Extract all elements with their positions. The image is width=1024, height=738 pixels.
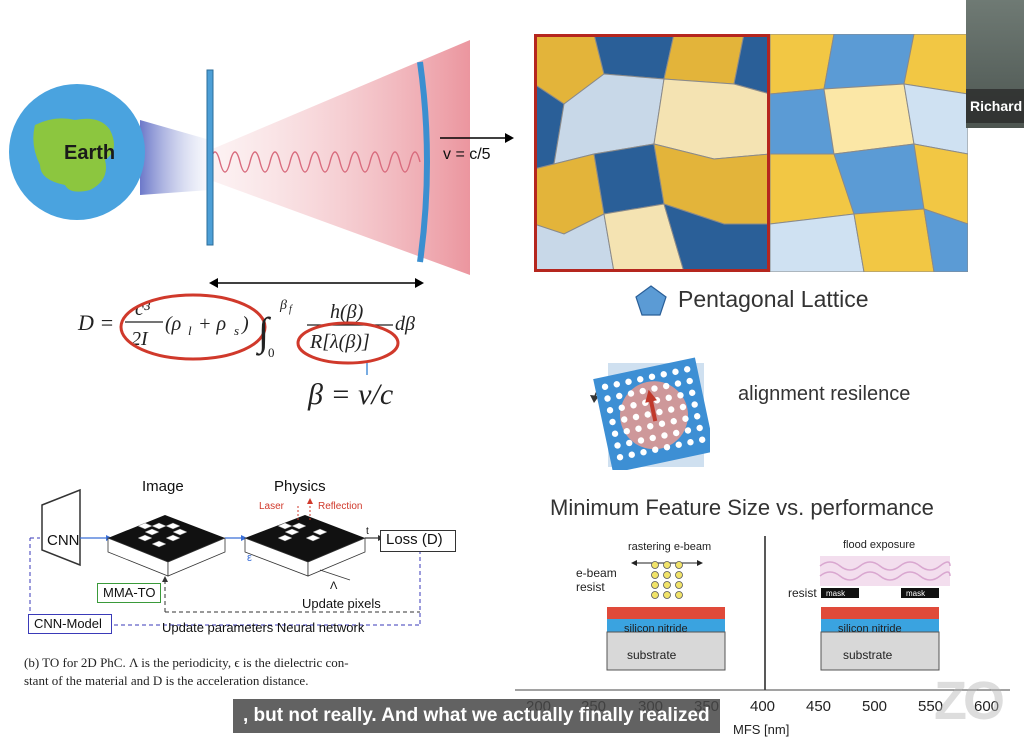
diagram-loss: Loss (D) [386, 531, 443, 548]
pentagonal-lattice-image [534, 34, 968, 272]
diagram-t: t [366, 526, 369, 537]
diagram-update-params: Update parameters Neural network [162, 620, 365, 635]
silicon-nitride-left: silicon nitride [624, 623, 688, 635]
distance-arrow-right [415, 278, 424, 288]
svg-text:s: s [234, 323, 239, 338]
diagram-update-pixels: Update pixels [302, 596, 381, 611]
sail-right [417, 61, 430, 263]
mfs-svg [515, 536, 1010, 691]
svg-text:2I: 2I [131, 328, 149, 350]
diagram-laser: Laser [259, 501, 285, 512]
to-diagram [20, 480, 490, 640]
live-subtitle: , but not really. And what we actually f… [233, 699, 720, 733]
lattice-svg [534, 34, 968, 272]
zoom-watermark-logo: ZO [934, 671, 1005, 731]
wave-signal [209, 151, 421, 173]
alignment-svg [590, 357, 715, 473]
diagram-cnn: CNN [47, 532, 80, 549]
svg-text:f: f [289, 304, 293, 315]
flood-label: flood exposure [843, 539, 916, 551]
svg-text:0: 0 [268, 345, 275, 360]
diagram-caption-line1: (b) TO for 2D PhC. Λ is the periodicity,… [24, 655, 349, 670]
svg-text:+ ρ: + ρ [198, 313, 226, 335]
participant-name: Richard [966, 89, 1024, 123]
earth-land [33, 118, 115, 192]
svg-text:h(β): h(β) [330, 301, 364, 323]
silicon-nitride-right: silicon nitride [838, 623, 902, 635]
loss-box [380, 530, 456, 552]
svg-text:l: l [188, 323, 192, 338]
diagram-cnn-model: CNN-Model [34, 616, 102, 631]
mfs-axis-label: MFS [nm] [733, 722, 790, 737]
diagram-mma-to: MMA-TO [103, 585, 156, 600]
svg-text:β: β [279, 298, 287, 313]
ebeam-resist-label: e-beam resist [576, 566, 617, 594]
alignment-graphic [580, 355, 715, 473]
diagram-physics-title: Physics [274, 478, 326, 495]
substrate-right: substrate [843, 648, 893, 662]
mfs-tick-450: 450 [806, 698, 832, 715]
diagram-caption-line2: stant of the material and D is the accel… [24, 673, 309, 688]
diagram-reflection: Reflection [318, 501, 363, 512]
mfs-tick-400: 400 [750, 698, 776, 715]
diagram-eps: ε [247, 552, 252, 564]
sail-illustration [0, 30, 520, 290]
acceleration-formula: D = c³ 2I (ρ l + ρ s ) ∫ β f 0 h(β) R[λ(… [75, 285, 455, 375]
mfs-diagram [515, 530, 1010, 695]
velocity-label: v = c/5 [443, 146, 491, 163]
svg-text:): ) [241, 313, 249, 335]
svg-text:D =: D = [77, 310, 114, 335]
mfs-tick-600: 600 [974, 698, 1000, 715]
mfs-tick-550: 550 [918, 698, 944, 715]
distance-arrow-left [209, 278, 218, 288]
mfs-title: Minimum Feature Size vs. performance [550, 495, 934, 520]
mfs-tick-500: 500 [862, 698, 888, 715]
mma-to-box [97, 583, 161, 603]
svg-text:(ρ: (ρ [165, 313, 181, 335]
sail-diagram-svg [9, 40, 514, 288]
earth-label: Earth [64, 142, 116, 164]
alignment-label: alignment resilence [738, 383, 911, 405]
participant-video[interactable]: Richard [966, 0, 1024, 128]
to-diagram-svg [29, 488, 421, 626]
beta-formula: β = v/c [308, 378, 394, 411]
beam-cone [210, 40, 470, 275]
cnn-model-box [28, 614, 112, 634]
formula-svg: D = c³ 2I (ρ l + ρ s ) ∫ β f 0 h(β) R[λ(… [77, 293, 415, 375]
mask-label-right: mask [906, 589, 926, 598]
motion-arrow-head [505, 133, 514, 143]
diagram-image-title: Image [142, 478, 184, 495]
resist-label: resist [788, 586, 817, 600]
lattice-caption: Pentagonal Lattice [678, 286, 869, 312]
svg-text:∫: ∫ [255, 309, 272, 356]
svg-text:dβ: dβ [395, 313, 415, 335]
mask-label-left: mask [826, 589, 846, 598]
pentagon-icon [634, 284, 668, 323]
laser-beam [140, 120, 210, 195]
substrate-left: substrate [627, 648, 677, 662]
ebeam-label: rastering e-beam [628, 541, 712, 553]
diagram-lambda: Λ [330, 580, 338, 592]
sail-left [206, 69, 214, 246]
svg-text:R[λ(β)]: R[λ(β)] [309, 331, 370, 353]
